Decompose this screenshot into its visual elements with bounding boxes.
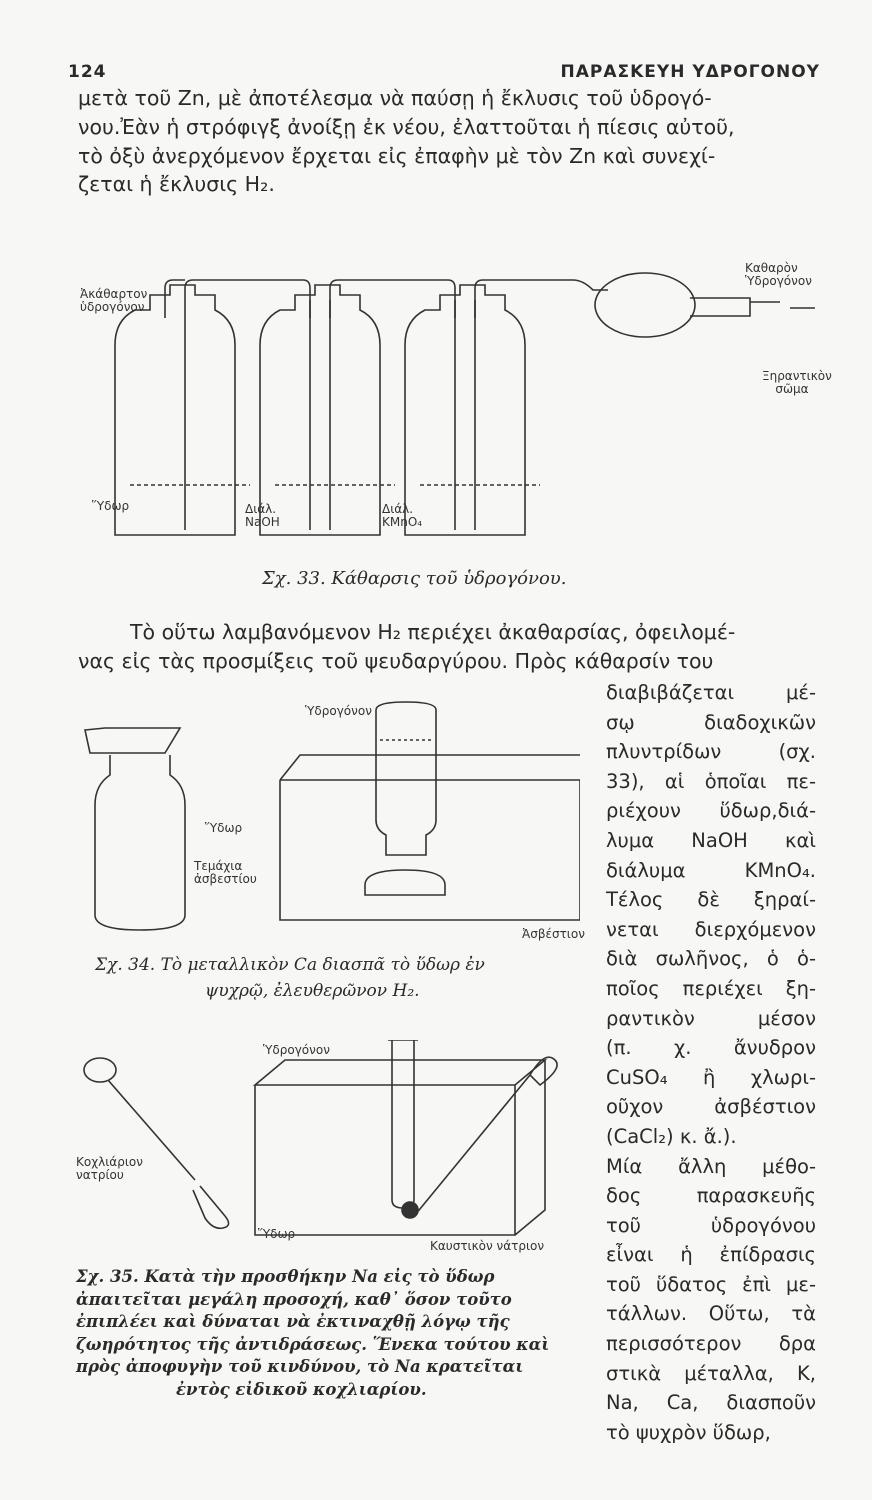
- running-title: ΠΑΡΑΣΚΕΥΗ ΥΔΡΟΓΟΝΟΥ: [560, 62, 820, 82]
- page-number: 124: [68, 62, 107, 82]
- text-line: διαβιβάζεται μέ-: [606, 681, 816, 704]
- text-line: τοῦ ὑδρογόνου: [606, 1213, 816, 1237]
- text-line: (π. χ. ἄνυδρον: [606, 1036, 816, 1060]
- paragraph-2: Τὸ οὕτω λαμβανόμενον H₂ περιέχει ἀκαθαρσ…: [78, 618, 735, 676]
- figure-34-calcium: [84, 701, 580, 931]
- label-water: Ὕδωρ: [205, 821, 243, 835]
- label-drying-agent: Ξηραντικὸν σῶμα: [762, 369, 832, 396]
- figure-33-caption: Σχ. 33. Κάθαρσις τοῦ ὑδρογόνου.: [262, 568, 567, 589]
- text-line: στικὰ μέταλλα, K,: [606, 1361, 816, 1385]
- text-line: Na, Ca, διασποῦν: [606, 1391, 816, 1415]
- label-hydrogen: Ὑδρογόνον: [263, 1043, 330, 1057]
- figure-33-washing-bottles: [114, 272, 815, 536]
- label-water: Ὕδωρ: [258, 1227, 296, 1241]
- text-line: εἶναι ἡ ἐπίδρασις: [606, 1243, 816, 1267]
- right-column-text: διαβιβάζεται μέ-σῳ διαδοχικῶν πλυντρίδων …: [606, 678, 816, 1447]
- label-impure-hydrogen: Ἀκάθαρτον ὑδρογόνον: [80, 287, 148, 314]
- caption-line: ἐντὸς εἰδικοῦ κοχλιαρίου.: [176, 1379, 427, 1399]
- text-line: σῳ διαδοχικῶν: [606, 710, 816, 734]
- label-hydrogen: Ὑδρογόνον: [305, 704, 372, 718]
- text-line: Μία ἄλλη μέθο-: [606, 1154, 816, 1178]
- text-line: νου.Ἐὰν ἡ στρόφιγξ ἀνοίξῃ ἐκ νέου, ἐλαττ…: [78, 114, 735, 139]
- text-line: τάλλων. Οὕτω, τὰ: [606, 1302, 816, 1326]
- label-water: Ὕδωρ: [92, 499, 130, 513]
- caption-line: ζωηρότητος τῆς ἀντιδράσεως. Ἕνεκα τούτου…: [76, 1334, 550, 1354]
- text-line: τὸ ψυχρὸν ὕδωρ,: [606, 1420, 771, 1444]
- caption-line: ἐπιπλέει καὶ δύναται νὰ ἐκτιναχθῇ λόγῳ τ…: [76, 1312, 510, 1331]
- text-line: Τέλος δὲ ξηραί-: [606, 888, 816, 912]
- caption-line: Σχ. 34. Τὸ μεταλλικὸν Ca διασπᾶ τὸ ὕδωρ …: [95, 955, 485, 975]
- drying-tube: [594, 272, 815, 338]
- text-line: (CaCl₂) κ. ἄ.).: [606, 1124, 737, 1148]
- caption-line: Σχ. 35. Κατὰ τὴν προσθήκην Na εἰς τὸ ὕδω…: [76, 1267, 495, 1286]
- text-line: νεται διερχόμενον: [606, 917, 816, 941]
- figure-34-caption: Σχ. 34. Τὸ μεταλλικὸν Ca διασπᾶ τὸ ὕδωρ …: [95, 952, 485, 1004]
- text-line: Τὸ οὕτω λαμβανόμενον H₂ περιέχει ἀκαθαρσ…: [130, 620, 736, 644]
- text-line: ριέχουν ὕδωρ,διά-: [606, 799, 816, 823]
- figure-35-caption: Σχ. 35. Κατὰ τὴν προσθήκην Na εἰς τὸ ὕδω…: [76, 1266, 549, 1401]
- text-line: τὸ ὀξὺ ἀνερχόμενον ἔρχεται εἰς ἐπαφὴν μὲ…: [78, 143, 716, 168]
- label-calcium-pieces: Τεμάχια ἀσβεστίου: [194, 859, 257, 886]
- text-line: διάλυμα KMnO₄.: [606, 858, 816, 882]
- text-line: CuSO₄ ἢ χλωρι-: [606, 1065, 816, 1089]
- text-line: πλυντρίδων (σχ.: [606, 740, 816, 764]
- text-line: διὰ σωλῆνος, ὁ ὁ-: [606, 947, 816, 971]
- text-line: ποῖος περιέχει ξη-: [606, 976, 816, 1000]
- text-line: μετὰ τοῦ Zn, μὲ ἀποτέλεσμα νὰ παύσῃ ἡ ἔκ…: [78, 86, 712, 110]
- caption-line: πρὸς ἀποφυγὴν τοῦ κινδύνου, τὸ Na κρατεῖ…: [76, 1357, 524, 1376]
- intro-paragraph: μετὰ τοῦ Zn, μὲ ἀποτέλεσμα νὰ παύσῃ ἡ ἔκ…: [78, 84, 735, 199]
- text-line: τοῦ ὕδατος ἐπὶ με-: [606, 1272, 816, 1296]
- label-kmno4: Διάλ. KMnO₄: [382, 502, 423, 529]
- label-calcium: Ἀσβέστιον: [522, 927, 585, 941]
- label-sodium: Καυστικὸν νάτριον: [430, 1239, 545, 1253]
- caption-line: ἀπαιτεῖται μεγάλη προσοχή, καθ᾽ ὅσον τοῦ…: [76, 1289, 512, 1309]
- figure-35-sodium: [83, 1040, 558, 1236]
- text-line: ζεται ἡ ἔκλυσις H₂.: [78, 172, 275, 197]
- text-line: νας εἰς τὰς προσμίξεις τοῦ ψευδαργύρου. …: [78, 648, 714, 673]
- wash-bottles: [114, 279, 608, 536]
- label-naoh: Διάλ. NaOH: [245, 502, 280, 529]
- label-spoon: Κοχλιάριον νατρίου: [76, 1155, 143, 1182]
- text-line: οῦχον ἀσβέστιον: [606, 1095, 816, 1119]
- spoon-head: [83, 1057, 117, 1083]
- text-line: λυμα NaOH καὶ: [606, 828, 816, 852]
- label-pure-hydrogen: Καθαρὸν Ὑδρογόνον: [745, 261, 812, 288]
- text-line: περισσότερον δρα: [606, 1332, 816, 1356]
- text-line: ραντικὸν μέσον: [606, 1006, 816, 1030]
- text-line: δος παρασκευῆς: [606, 1184, 816, 1208]
- text-line: 33), αἱ ὁποῖαι πε-: [606, 769, 816, 793]
- caption-line: ψυχρῷ, ἐλευθερῶνον H₂.: [205, 981, 420, 1001]
